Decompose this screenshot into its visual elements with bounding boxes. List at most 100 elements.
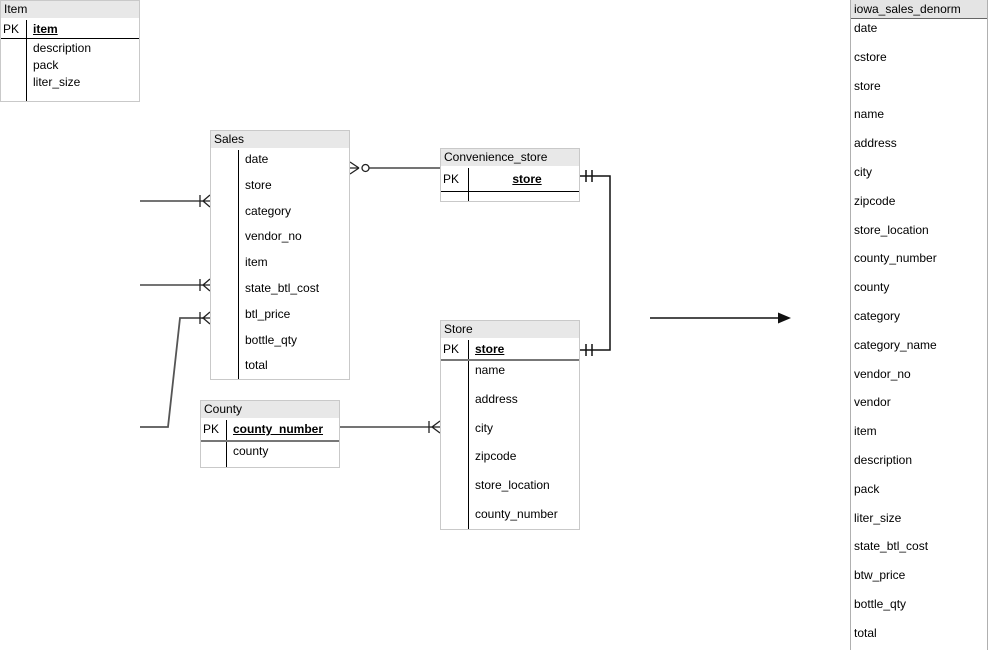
pk-cell: [201, 442, 227, 460]
table-row: bottle_qty: [211, 330, 349, 357]
table-row: name: [441, 361, 579, 390]
field-name: description: [854, 452, 913, 467]
pk-cell: [211, 227, 239, 254]
field-name: zipcode: [854, 193, 896, 208]
field-name: store_location: [475, 478, 550, 493]
relationship-item-sales: [140, 311, 211, 428]
field-name: city: [475, 420, 493, 435]
pk-cell: [441, 361, 469, 390]
pk-cell: [211, 253, 239, 279]
table-row: total: [851, 624, 987, 650]
table-row: state_btl_cost: [851, 537, 987, 566]
field-name: county_number: [475, 506, 558, 521]
table-title: iowa_sales_denorm: [851, 0, 987, 19]
table-row: vendor_no: [211, 227, 349, 254]
relationship-sales-convenience-store: [349, 161, 440, 175]
relationship-category-sales: [140, 194, 211, 208]
pk-cell: [211, 278, 239, 305]
field-name: liter_size: [854, 510, 902, 525]
table-row: liter_size: [1, 73, 139, 90]
relationship-county-store: [340, 420, 441, 434]
pk-cell: [211, 175, 239, 202]
crows-foot-icon: [349, 161, 360, 175]
field-name: city: [854, 164, 872, 179]
zero-circle-icon: [361, 163, 370, 173]
pk-cell: [1, 90, 27, 101]
field-name: name: [475, 363, 506, 377]
field-name: category_name: [854, 337, 937, 352]
field-name: store: [475, 342, 505, 356]
field-name: total: [245, 358, 268, 373]
table-row: [1, 90, 139, 101]
field-name: cstore: [854, 49, 887, 64]
table-title: County: [201, 401, 339, 418]
pk-cell: [211, 356, 239, 379]
pk-cell: [441, 476, 469, 505]
table-title: Store: [441, 321, 579, 338]
pk-cell: PK: [441, 168, 469, 191]
pk-cell: [201, 460, 227, 467]
pk-cell: [1, 39, 27, 56]
table-row: item: [211, 253, 349, 279]
table-row: store: [851, 77, 987, 106]
field-name: btl_price: [245, 306, 291, 321]
field-name: bottle_qty: [854, 596, 907, 611]
pk-cell: [211, 330, 239, 357]
table-row: zipcode: [851, 192, 987, 221]
table-row: county: [851, 278, 987, 307]
field-name: item: [245, 255, 268, 270]
field-name: store: [854, 78, 881, 93]
field-name: name: [854, 107, 885, 122]
table-row: city: [441, 418, 579, 448]
field-name: pack: [33, 58, 59, 72]
field-name: date: [245, 152, 269, 166]
field-name: total: [854, 625, 877, 640]
table-title: Sales: [211, 131, 349, 148]
table-row: store_location: [441, 476, 579, 505]
table-row: cstore: [851, 48, 987, 77]
table-row: [441, 192, 579, 201]
pk-cell: [1, 56, 27, 73]
field-name: county_number: [854, 251, 937, 266]
table-row: description: [851, 451, 987, 480]
field-name: county: [854, 280, 890, 295]
table-row: category: [211, 201, 349, 228]
field-name: county: [233, 444, 269, 458]
table-row: PK store: [441, 168, 579, 192]
field-name: bottle_qty: [245, 332, 298, 347]
field-name: address: [475, 391, 518, 406]
field-name: item: [854, 424, 877, 439]
table-title: Item: [1, 1, 139, 18]
crows-foot-icon: [201, 311, 211, 325]
table-row: total: [211, 356, 349, 379]
table-row: btw_price: [851, 566, 987, 595]
field-name: address: [854, 136, 897, 151]
pk-cell: [441, 504, 469, 529]
pk-cell: [211, 304, 239, 331]
pk-cell: [441, 389, 469, 419]
table-row: city: [851, 163, 987, 192]
field-name: store: [245, 177, 272, 192]
field-name: liter_size: [33, 75, 81, 89]
table-row: bottle_qty: [851, 595, 987, 624]
field-name: state_btl_cost: [245, 280, 320, 295]
field-name: store: [512, 172, 542, 186]
table-row: store: [211, 175, 349, 202]
relationship-convenience-store-store: [580, 170, 611, 356]
table-row: state_btl_cost: [211, 278, 349, 305]
table-row: liter_size: [851, 509, 987, 538]
pk-cell: [441, 192, 469, 201]
crows-foot-icon: [201, 278, 211, 292]
exactly-one-ticks-icon: [585, 344, 593, 356]
field-name: item: [33, 22, 58, 36]
table-row: [201, 460, 339, 467]
crows-foot-icon: [201, 194, 211, 208]
